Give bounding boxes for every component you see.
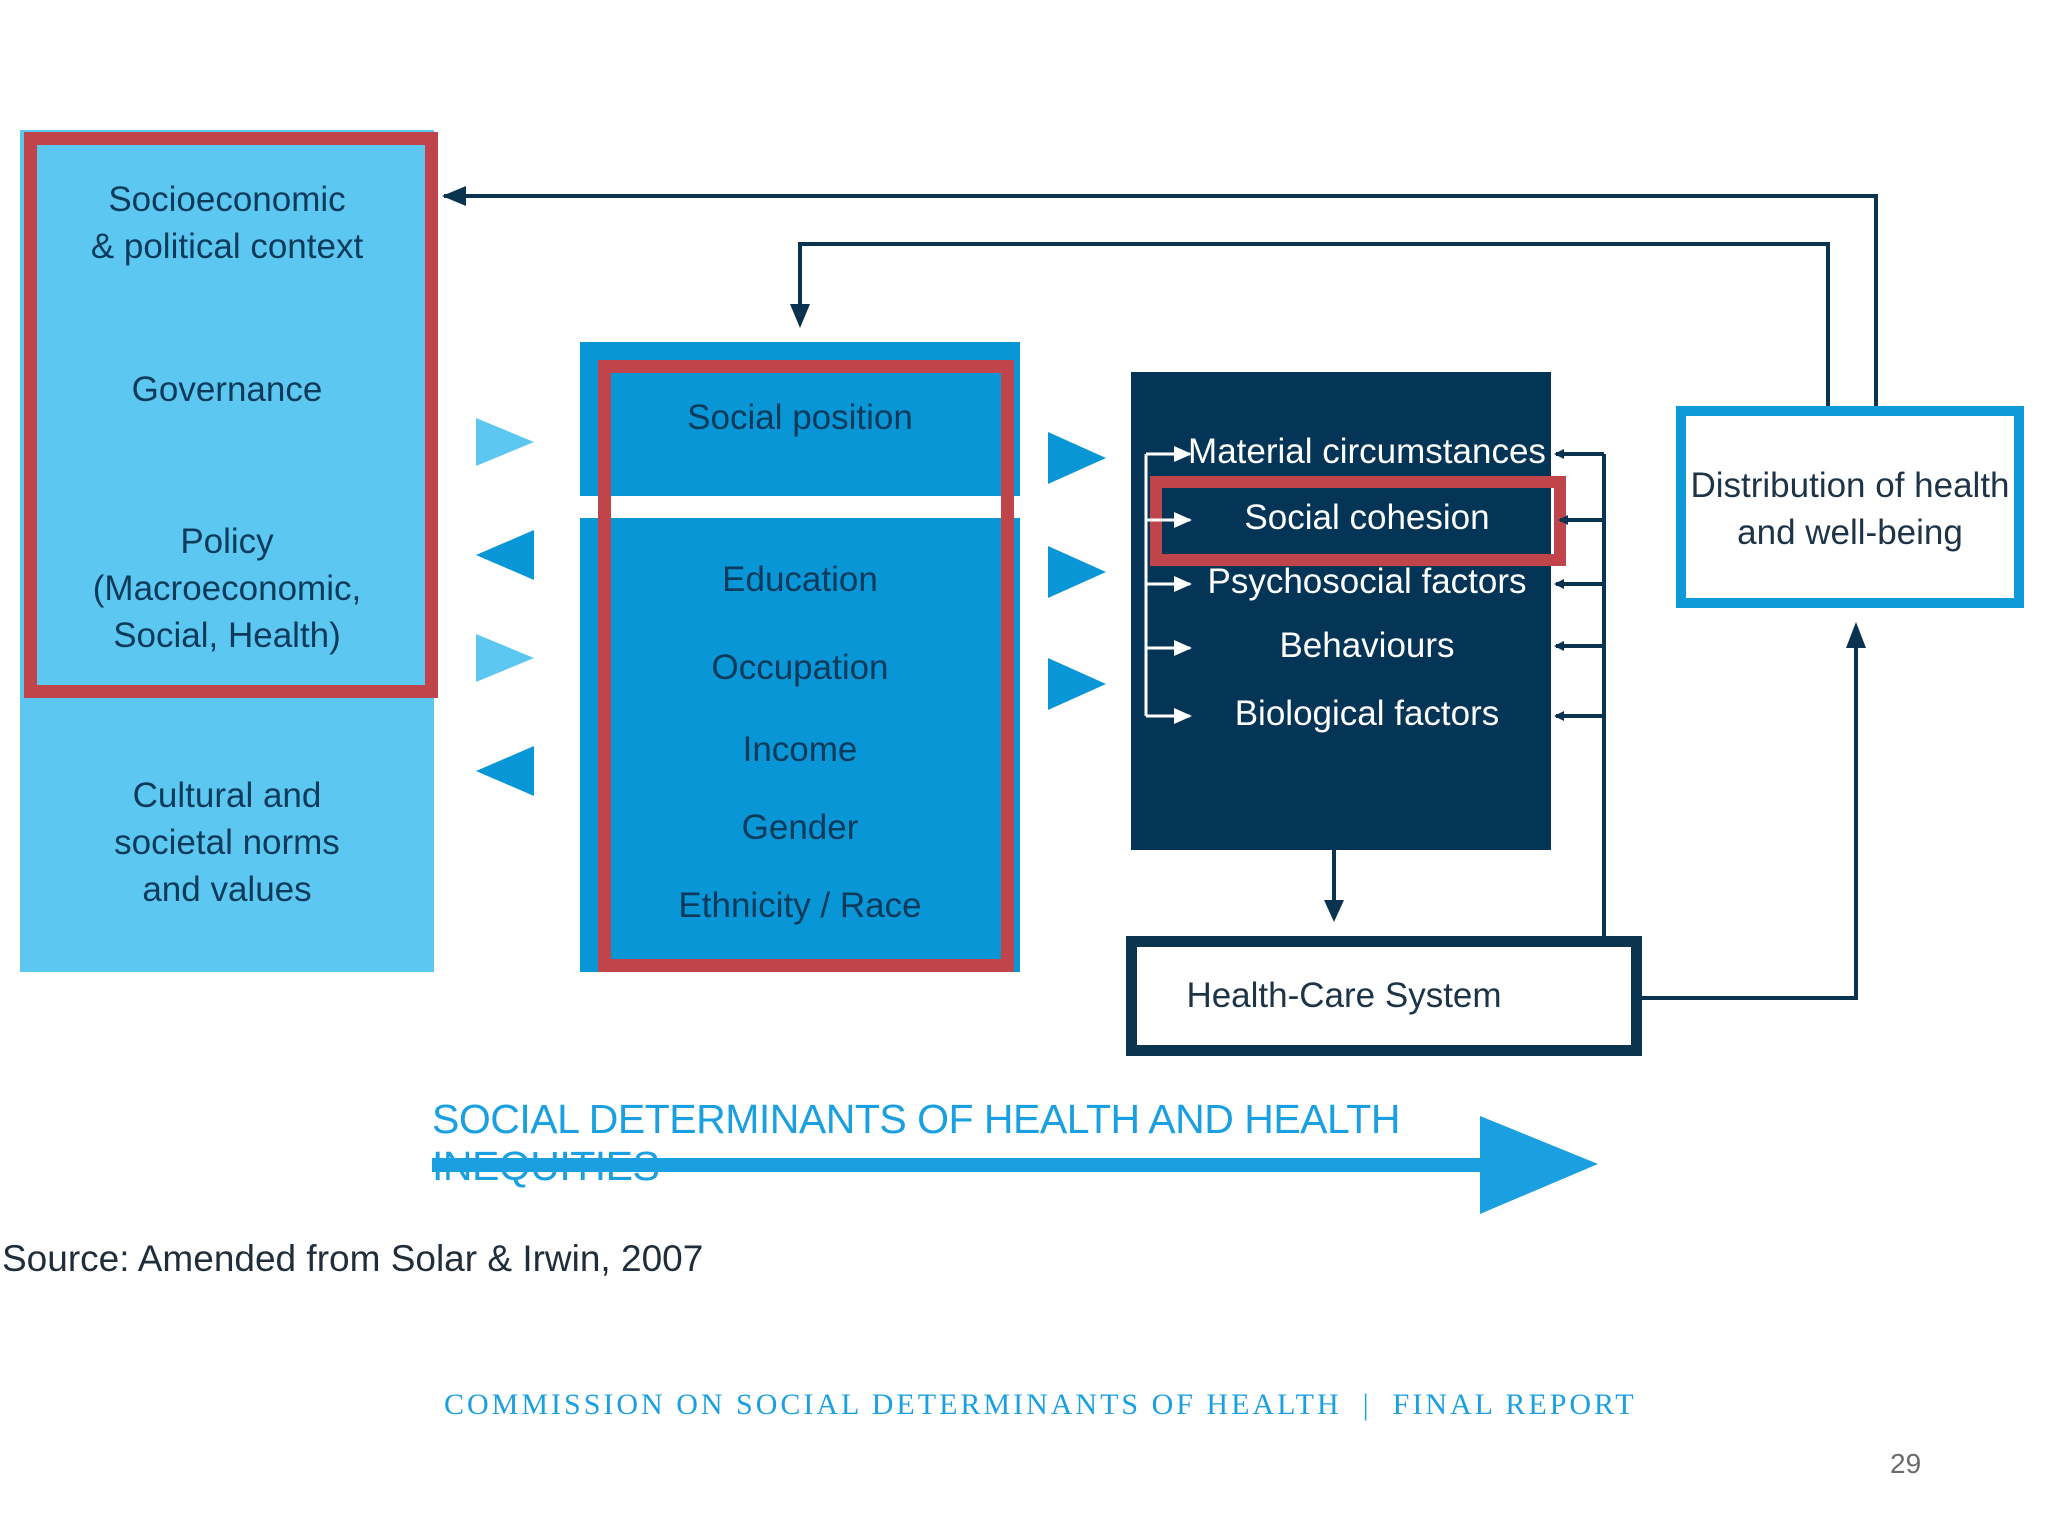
factor-biological: Biological factors xyxy=(1234,694,1500,733)
arrow-left-mid-2 xyxy=(476,746,534,796)
context-block xyxy=(20,130,434,972)
arrow-left-mid-1 xyxy=(476,530,534,580)
socioeconomic-context-label: Socioeconomic & political context xyxy=(90,180,364,266)
factor-social-cohesion: Social cohesion xyxy=(1244,498,1490,537)
arrow-right-mid-1 xyxy=(1048,432,1106,484)
feedback-arrow-outer xyxy=(442,186,1878,406)
feedback-arrow-inner xyxy=(790,242,1830,406)
health-care-box xyxy=(1126,936,1642,1056)
banner-arrow xyxy=(432,1116,1598,1214)
position-item-ethnicity: Ethnicity / Race xyxy=(678,886,922,925)
health-care-label: Health-Care System xyxy=(1186,976,1502,1015)
context-highlight-frame xyxy=(24,132,438,698)
position-item-education: Education xyxy=(722,560,878,599)
arrow-right-mid-2 xyxy=(1048,546,1106,598)
source-citation: Source: Amended from Solar & Irwin, 2007 xyxy=(2,1238,704,1279)
policy-label: Policy (Macroeconomic, Social, Health) xyxy=(92,522,362,655)
factor-material-circumstances: Material circumstances xyxy=(1188,432,1546,471)
health-care-return-arrows xyxy=(1554,449,1606,936)
report-footer: COMMISSION ON SOCIAL DETERMINANTS OF HEA… xyxy=(444,1388,1637,1421)
position-item-occupation: Occupation xyxy=(711,648,889,687)
distribution-label: Distribution of health and well-being xyxy=(1690,466,2010,552)
social-position-block xyxy=(580,342,1020,972)
intermediary-block xyxy=(1131,372,1551,850)
social-cohesion-highlight-frame xyxy=(1150,476,1566,566)
position-item-gender: Gender xyxy=(741,808,859,847)
factor-behaviours: Behaviours xyxy=(1279,626,1455,665)
page-number: 29 xyxy=(1890,1448,1922,1479)
position-item-income: Income xyxy=(742,730,858,769)
arrow-right-light-1 xyxy=(476,418,534,466)
social-position-divider xyxy=(580,496,1020,518)
arrow-right-mid-3 xyxy=(1048,658,1106,710)
banner-title: SOCIAL DETERMINANTS OF HEALTH AND HEALTH… xyxy=(432,1096,1400,1189)
arrow-to-health-care xyxy=(1324,850,1344,922)
cultural-norms-label: Cultural and societal norms and values xyxy=(114,776,340,909)
arrow-health-care-to-distribution xyxy=(1642,622,1866,1000)
social-position-label: Social position xyxy=(687,398,913,437)
internal-factor-arrows xyxy=(1144,446,1192,724)
arrow-right-light-2 xyxy=(476,634,534,682)
position-highlight-frame xyxy=(598,360,1014,972)
distribution-box xyxy=(1676,406,2024,608)
governance-label: Governance xyxy=(131,370,323,409)
factor-psychosocial: Psychosocial factors xyxy=(1207,562,1527,601)
